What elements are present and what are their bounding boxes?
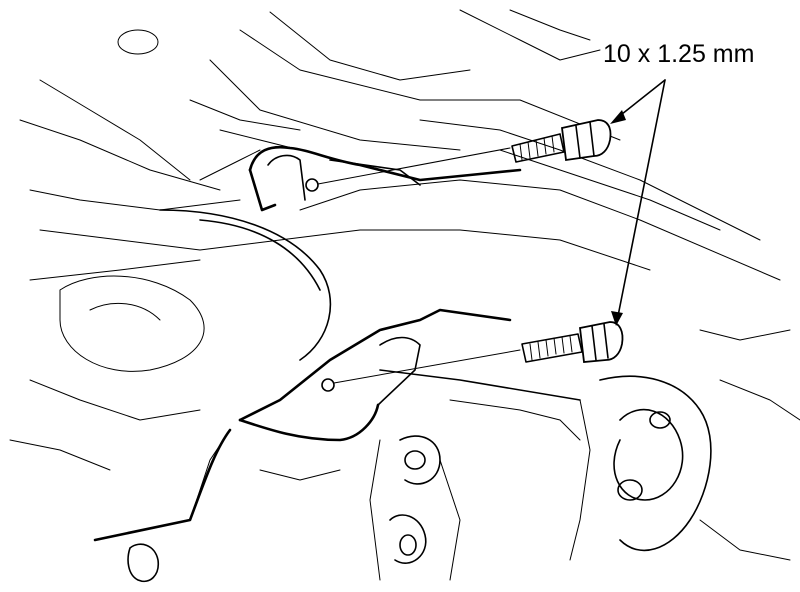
arrow-head-lower <box>611 311 623 326</box>
arrow-head-upper <box>610 110 626 124</box>
subframe-hole-2 <box>649 411 671 429</box>
upper-bolt <box>511 119 612 163</box>
arm-hole-2 <box>399 534 417 556</box>
frame-member <box>29 209 332 361</box>
subframe-hole-1 <box>617 479 643 501</box>
upper-bolt-hole <box>305 178 319 192</box>
lower-bolt <box>521 321 624 363</box>
lower-bolt-hole <box>321 378 335 392</box>
subframe <box>127 329 800 582</box>
lower-mount-bracket <box>93 308 581 542</box>
arm-hole-1 <box>404 450 426 470</box>
bolt-size-callout: 10 x 1.25 mm <box>603 40 755 68</box>
callout-arrows <box>610 79 666 326</box>
upper-mount-bracket <box>248 145 522 212</box>
background-structure <box>9 9 781 471</box>
hole-top-left <box>117 29 159 55</box>
